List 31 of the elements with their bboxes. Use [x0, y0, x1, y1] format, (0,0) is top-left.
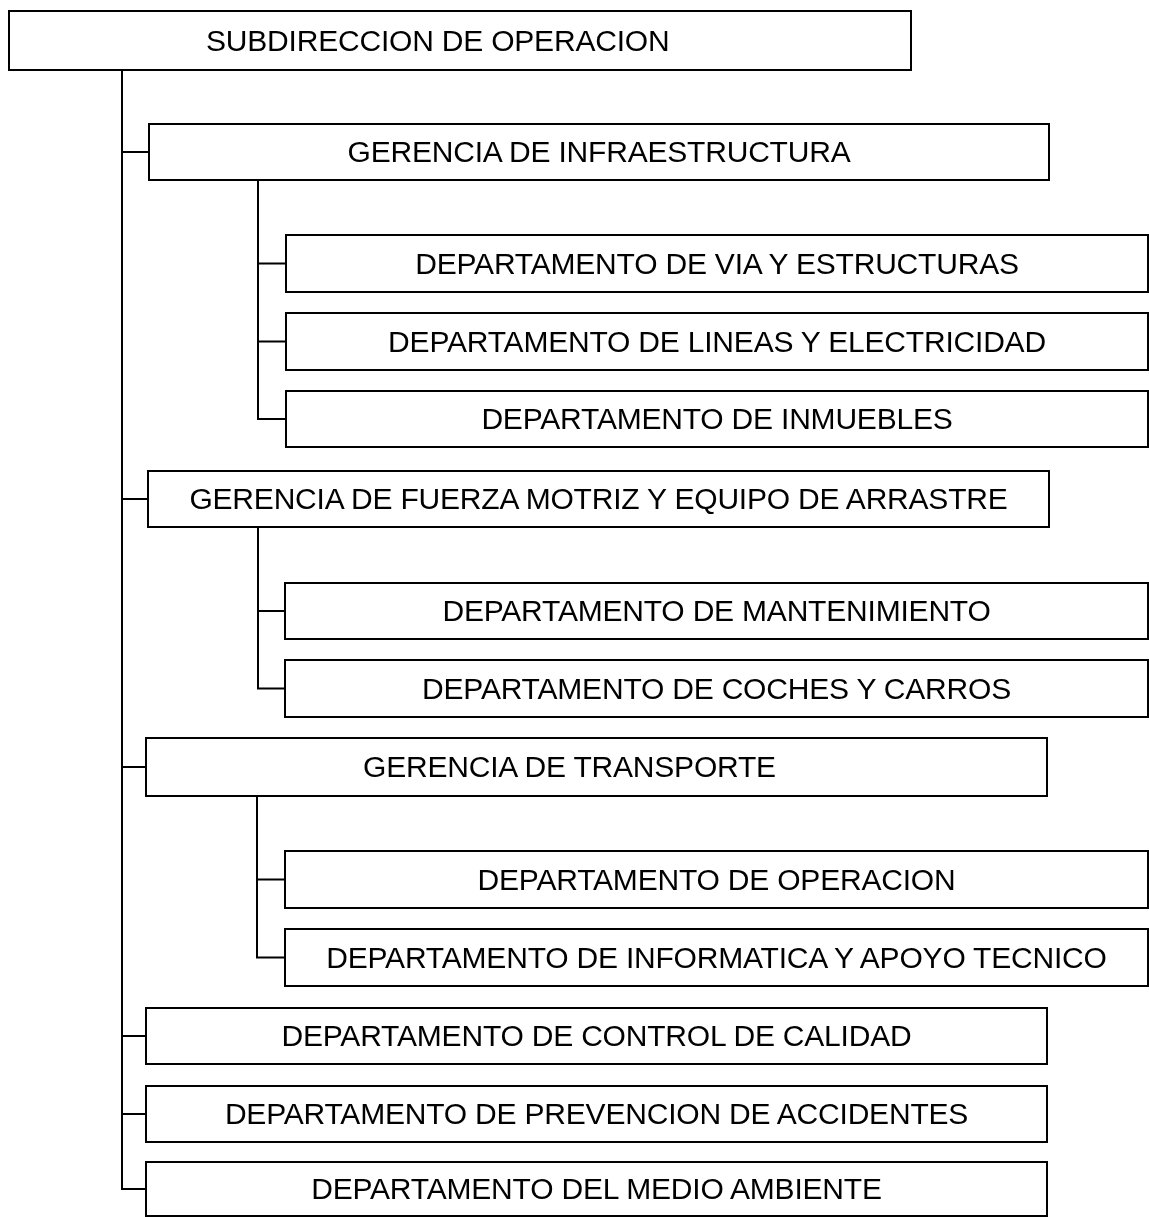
unit-name: DEPARTAMENTO DE INMUEBLES: [481, 402, 953, 436]
org-box: [145, 1161, 1048, 1217]
unit-name: DEPARTAMENTO DE CONTROL DE CALIDAD: [281, 1019, 912, 1053]
unit-name: GERENCIA DE TRANSPORTE: [363, 750, 776, 784]
connector-line: [257, 180, 286, 420]
unit-name: GERENCIA DE FUERZA MOTRIZ Y EQUIPO DE ARRASTRE: [189, 482, 1008, 516]
unit-name: SUBDIRECCION DE OPERACION: [206, 23, 670, 58]
org-box: [8, 10, 912, 71]
org-box: [145, 1085, 1048, 1143]
unit-name: GERENCIA DE INFRAESTRUCTURA: [347, 135, 851, 169]
org-box: [285, 390, 1149, 448]
unit-name: DEPARTAMENTO DE COCHES Y CARROS: [422, 671, 1011, 706]
connector-line: [257, 527, 285, 690]
unit-name: DEPARTAMENTO DE LINEAS Y ELECTRICIDAD: [388, 324, 1046, 359]
unit-name: DEPARTAMENTO DEL MEDIO AMBIENTE: [311, 1172, 882, 1206]
org-box: [284, 582, 1149, 640]
org-box: [147, 470, 1050, 528]
unit-name: DEPARTAMENTO DE OPERACION: [477, 862, 956, 897]
org-box: [145, 1007, 1048, 1065]
org-box: [284, 928, 1149, 987]
org-box: [284, 850, 1149, 909]
unit-name: DEPARTAMENTO DE MANTENIMIENTO: [442, 594, 991, 628]
org-box: [285, 312, 1149, 371]
unit-name: DEPARTAMENTO DE VIA Y ESTRUCTURAS: [415, 246, 1019, 281]
org-box: [285, 234, 1149, 293]
org-box: [148, 123, 1050, 181]
connector-line: [256, 796, 285, 959]
unit-name: DEPARTAMENTO DE PREVENCION DE ACCIDENTES: [224, 1097, 969, 1131]
org-box: [145, 737, 1048, 797]
org-box: [284, 659, 1149, 718]
unit-name: DEPARTAMENTO DE INFORMATICA Y APOYO TECNICO: [326, 940, 1107, 975]
